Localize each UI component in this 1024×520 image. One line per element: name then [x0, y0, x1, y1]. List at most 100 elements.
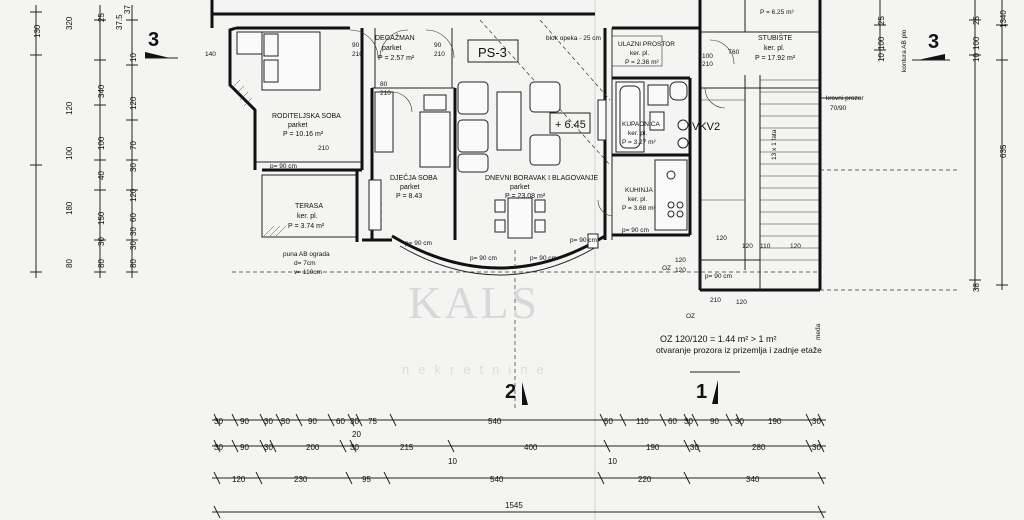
p90-labels: p= 90 cm p= 90 cm p= 90 cm p= 90 cm p= 9… — [270, 163, 732, 280]
svg-text:kontura AB plo: kontura AB plo — [901, 29, 908, 72]
unit-label: PS-3 — [467, 39, 519, 63]
svg-text:1340: 1340 — [999, 10, 1008, 28]
section-marker-2: 2 — [505, 250, 528, 410]
svg-text:p= 90 cm: p= 90 cm — [705, 273, 732, 280]
svg-text:p= 90 cm: p= 90 cm — [470, 255, 497, 262]
svg-text:nekretnine: nekretnine — [402, 362, 553, 377]
svg-text:30: 30 — [129, 241, 138, 250]
svg-text:ker. pl.: ker. pl. — [628, 196, 647, 203]
roof-window-note: krovni prozor 70/90 — [826, 95, 864, 112]
svg-text:210: 210 — [710, 297, 721, 304]
svg-text:90: 90 — [352, 42, 360, 49]
svg-text:1545: 1545 — [505, 501, 523, 510]
svg-text:30: 30 — [129, 163, 138, 172]
svg-text:RODITELJSKA SOBA: RODITELJSKA SOBA — [272, 113, 341, 120]
svg-text:100: 100 — [877, 36, 886, 50]
svg-text:30: 30 — [812, 417, 821, 426]
svg-text:100: 100 — [65, 146, 74, 160]
svg-text:90: 90 — [434, 42, 442, 49]
svg-text:100: 100 — [97, 136, 106, 150]
room-label-kupaonica: KUPAONICA ker. pl. P = 3.27 m² — [622, 121, 660, 146]
vkv-label: VKV2 — [692, 121, 720, 133]
svg-text:120: 120 — [675, 257, 686, 264]
svg-text:75: 75 — [368, 417, 377, 426]
room-label-boravak: DNEVNI BORAVAK I BLAGOVANJE parket P = 2… — [485, 175, 599, 200]
svg-text:50: 50 — [281, 417, 290, 426]
svg-text:100: 100 — [702, 53, 713, 60]
svg-text:120: 120 — [742, 243, 753, 250]
meda-label: međa — [815, 323, 822, 340]
watermark-logo: KALS nekretnine — [402, 277, 553, 377]
svg-text:DJEČJA SOBA: DJEČJA SOBA — [390, 173, 438, 182]
svg-text:220: 220 — [638, 475, 652, 484]
svg-text:P = 8.43: P = 8.43 — [396, 193, 422, 200]
svg-text:P = 23.08 m²: P = 23.08 m² — [505, 193, 546, 200]
svg-text:p= 90 cm: p= 90 cm — [270, 163, 297, 170]
svg-text:90: 90 — [308, 417, 317, 426]
svg-text:215: 215 — [400, 443, 414, 452]
svg-text:80: 80 — [129, 259, 138, 268]
svg-text:P = 3.74 m²: P = 3.74 m² — [288, 223, 325, 230]
svg-text:PS-3: PS-3 — [478, 45, 507, 60]
svg-text:120: 120 — [675, 267, 686, 274]
svg-text:190: 190 — [768, 417, 782, 426]
svg-text:parket: parket — [510, 184, 530, 191]
oz-label-1: OZ — [662, 265, 671, 272]
svg-text:540: 540 — [490, 475, 504, 484]
svg-text:30: 30 — [735, 417, 744, 426]
door-swings — [349, 29, 735, 217]
svg-text:210: 210 — [380, 90, 391, 97]
svg-text:30: 30 — [812, 443, 821, 452]
svg-text:2: 2 — [505, 381, 516, 403]
svg-text:60: 60 — [336, 417, 345, 426]
svg-text:37: 37 — [123, 5, 132, 14]
svg-text:60: 60 — [129, 213, 138, 222]
building-outline — [210, 0, 822, 292]
svg-text:STUBIŠTE: STUBIŠTE — [758, 33, 793, 42]
svg-text:210: 210 — [352, 51, 363, 58]
svg-text:120: 120 — [129, 96, 138, 110]
svg-text:30: 30 — [129, 227, 138, 236]
svg-text:p= 90 cm: p= 90 cm — [622, 227, 649, 234]
furniture — [236, 31, 689, 249]
section-marker-right: 3 — [912, 31, 950, 61]
svg-text:p= 90 cm: p= 90 cm — [405, 240, 432, 247]
section-marker-left: 3 — [145, 29, 178, 59]
oz-note-1: OZ 120/120 = 1.44 m² > 1 m² — [660, 334, 777, 344]
room-label-roditeljska: RODITELJSKA SOBA parket P = 10.16 m² — [272, 113, 341, 138]
svg-text:parket: parket — [288, 122, 308, 129]
svg-text:25: 25 — [97, 13, 106, 22]
svg-text:P = 17.92 m²: P = 17.92 m² — [755, 55, 796, 62]
svg-text:30: 30 — [350, 443, 359, 452]
svg-text:80: 80 — [65, 259, 74, 268]
oz-label-2: OZ — [686, 313, 695, 320]
elevation-label: + 6.45 — [555, 119, 586, 131]
svg-text:10: 10 — [448, 457, 457, 466]
room-label-kuhinja: KUHINJA ker. pl. P = 3.68 m² — [622, 187, 656, 212]
svg-text:38: 38 — [972, 283, 981, 292]
svg-text:20: 20 — [352, 430, 361, 439]
svg-text:540: 540 — [488, 417, 502, 426]
svg-text:parket: parket — [382, 45, 402, 52]
svg-text:635: 635 — [999, 144, 1008, 158]
dashed-guides — [232, 19, 960, 291]
svg-text:p= 90 cm: p= 90 cm — [570, 237, 597, 244]
svg-text:P = 10.16 m²: P = 10.16 m² — [283, 131, 324, 138]
svg-text:25: 25 — [877, 16, 886, 25]
svg-text:210: 210 — [434, 51, 445, 58]
svg-text:80: 80 — [97, 259, 106, 268]
svg-text:ker. pl.: ker. pl. — [297, 213, 318, 220]
svg-text:P = 2.36 m²: P = 2.36 m² — [625, 59, 659, 66]
svg-text:110: 110 — [760, 243, 771, 250]
svg-text:210: 210 — [318, 145, 329, 152]
stair-treads: 13 x 1 fata — [700, 75, 820, 270]
svg-text:d= 7cm: d= 7cm — [294, 260, 316, 267]
svg-text:30: 30 — [264, 443, 273, 452]
svg-text:120: 120 — [736, 299, 747, 306]
svg-text:KUPAONICA: KUPAONICA — [622, 121, 660, 128]
svg-text:340: 340 — [97, 84, 106, 98]
svg-text:DEGAŽMAN: DEGAŽMAN — [375, 33, 415, 42]
